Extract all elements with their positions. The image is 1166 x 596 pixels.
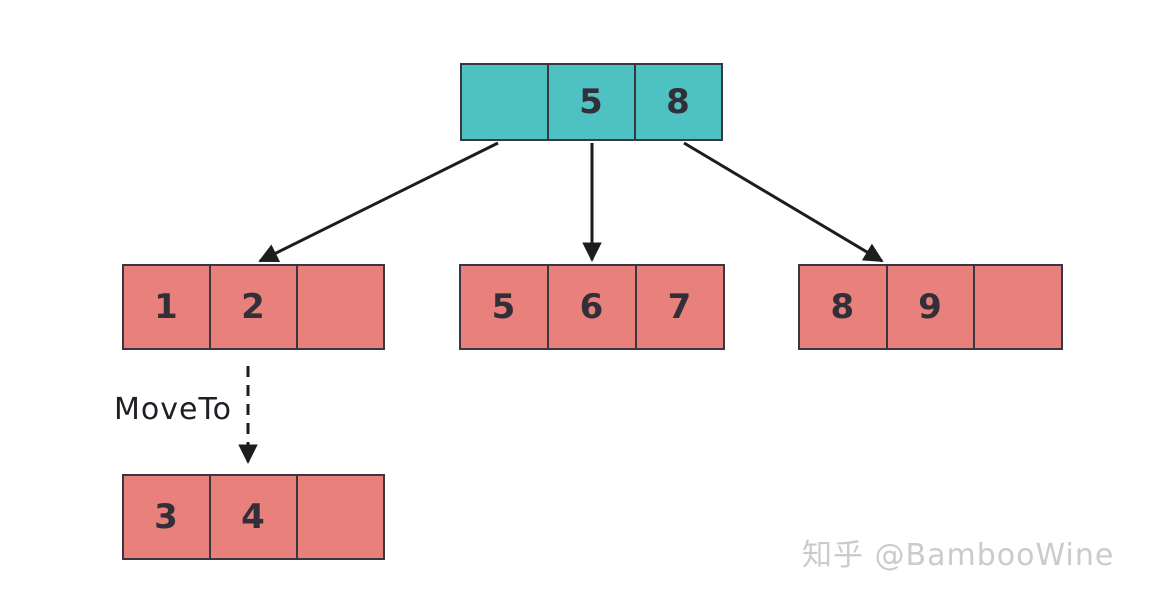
- node-cell: [296, 266, 383, 348]
- node-cell: 1: [154, 287, 179, 327]
- leaf-node-middle: 5 6 7: [459, 264, 725, 350]
- node-cell: 6: [547, 266, 635, 348]
- root-node: 5 8: [460, 63, 723, 141]
- node-cell: [973, 266, 1061, 348]
- move-to-label: MoveTo: [114, 392, 233, 427]
- node-cell: 7: [635, 266, 723, 348]
- node-cell: 5: [547, 65, 634, 139]
- node-cell: 5: [491, 287, 517, 327]
- node-cell: 2: [209, 266, 296, 348]
- node-cell: 9: [885, 266, 974, 348]
- moved-node: 3 4: [122, 474, 385, 560]
- leaf-node-left: 1 2: [122, 264, 385, 350]
- node-cell: [462, 65, 547, 139]
- watermark: 知乎 @BambooWine: [802, 538, 1115, 573]
- node-cell: 4: [209, 476, 296, 558]
- arrow-root-to-left-leaf: [258, 141, 499, 263]
- node-cell: 3: [154, 497, 179, 537]
- leaf-node-right: 8 9: [798, 264, 1063, 350]
- arrow-root-to-right-leaf: [683, 141, 884, 263]
- node-cell: [296, 476, 383, 558]
- node-cell: 8: [634, 65, 721, 139]
- node-cell: 8: [830, 287, 856, 327]
